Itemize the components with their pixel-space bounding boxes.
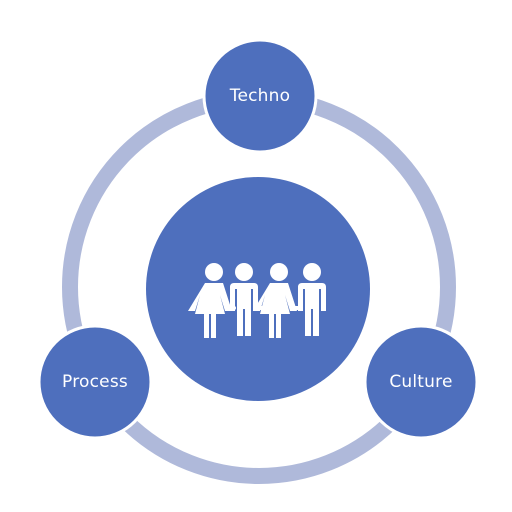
- node-techno: Techno: [204, 40, 316, 152]
- people-group-icon: [188, 263, 326, 338]
- node-techno-label: Techno: [229, 86, 291, 106]
- node-process: Process: [39, 326, 151, 438]
- techno-node-circle: [202, 38, 318, 154]
- man-figure-icon: [298, 263, 326, 336]
- woman-figure-icon: [188, 263, 232, 338]
- man-figure-icon: [230, 263, 258, 336]
- node-process-label: Process: [62, 372, 128, 392]
- woman-figure-icon: [253, 263, 297, 338]
- node-culture: Culture: [365, 326, 477, 438]
- node-culture-label: Culture: [389, 372, 453, 392]
- process-node-circle: [37, 324, 153, 440]
- culture-node-circle: [363, 324, 479, 440]
